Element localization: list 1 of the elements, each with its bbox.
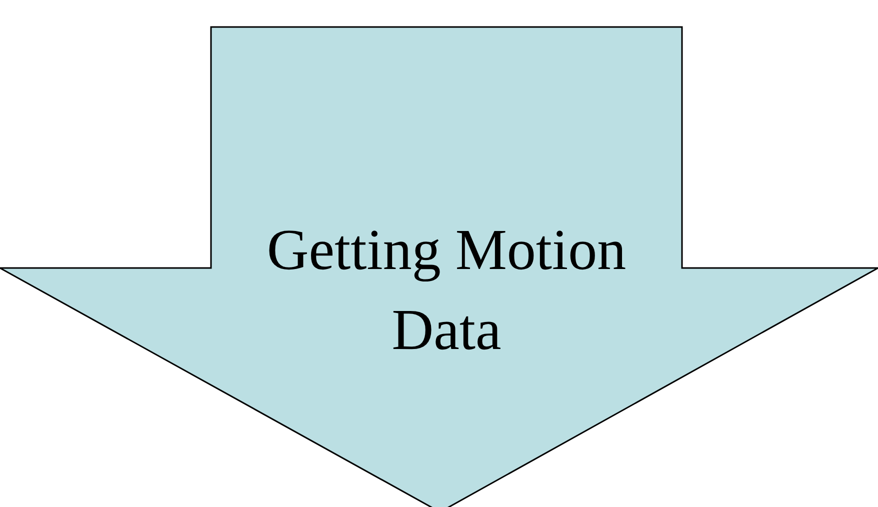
arrow-label: Getting Motion Data bbox=[266, 216, 628, 364]
